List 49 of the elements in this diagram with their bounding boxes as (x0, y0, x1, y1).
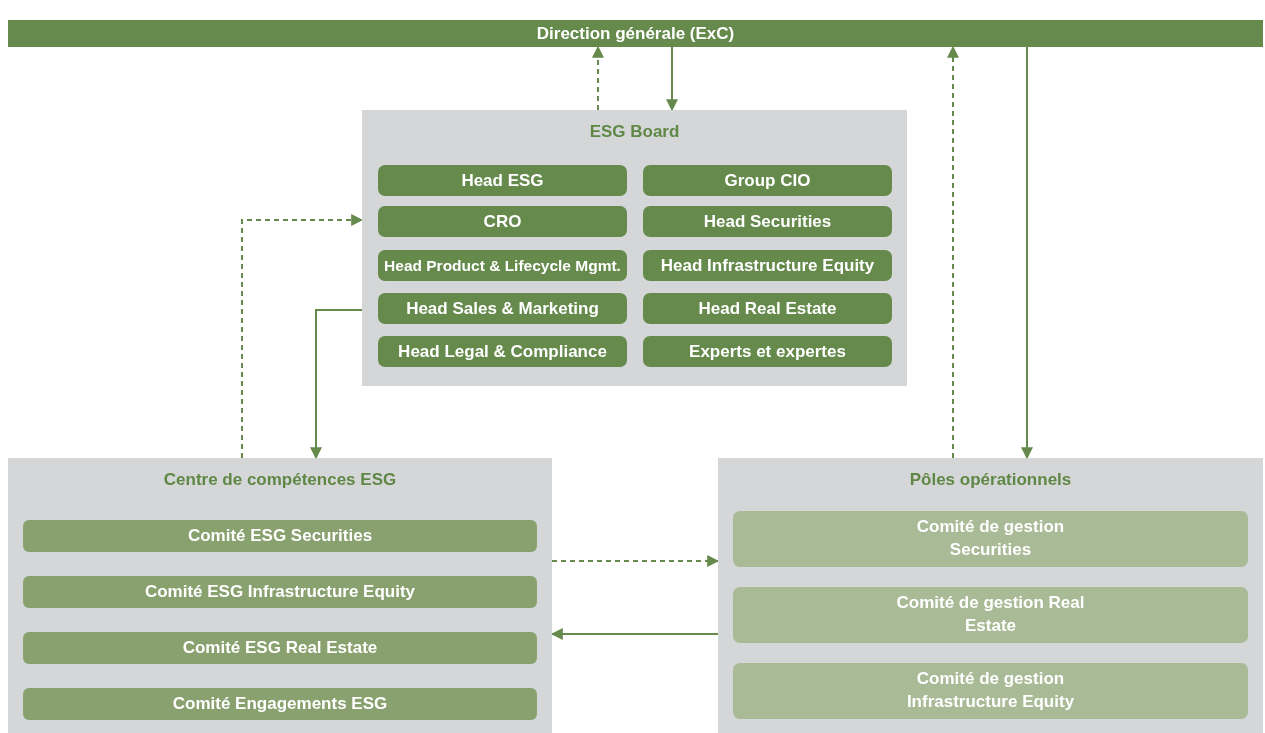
committee-box (23, 576, 537, 608)
committee-box (733, 587, 1248, 643)
arrow (666, 46, 678, 112)
role-box (643, 165, 892, 196)
role-box (378, 165, 627, 196)
committee-box (23, 520, 537, 552)
arrow (947, 45, 959, 459)
arrow (551, 555, 720, 567)
arrow (241, 214, 364, 459)
group-title: Pôles opérationnels (909, 470, 1072, 490)
box-label: Comité de gestion Real Estate (895, 592, 1086, 637)
box-label: Head Securities (703, 211, 832, 232)
box-label: Head Product & Lifecycle Mgmt. (384, 256, 621, 275)
group-panel (362, 110, 907, 386)
box-label: Head Sales & Marketing (406, 298, 599, 319)
box-label: Comité de gestion Securities (915, 516, 1066, 561)
box-label: Comité ESG Securities (187, 526, 373, 546)
group-panel (718, 458, 1263, 733)
box-label: Group CIO (724, 170, 811, 191)
committee-box (733, 511, 1248, 567)
group-title: Centre de compétences ESG (163, 470, 397, 490)
arrow (310, 309, 363, 460)
box-label: Comité ESG Infrastructure Equity (144, 582, 416, 602)
box-label: Head Real Estate (698, 298, 837, 319)
box-label: Head ESG (461, 170, 544, 191)
role-box (378, 336, 627, 367)
box-label: CRO (483, 211, 522, 232)
box-label: Comité de gestion Infrastructure Equity (905, 668, 1076, 713)
role-box (643, 293, 892, 324)
group-panel (8, 458, 552, 733)
box-label: Direction générale (ExC) (536, 23, 735, 44)
committee-box (23, 688, 537, 720)
role-box (643, 206, 892, 237)
box-label: Comité Engagements ESG (172, 694, 388, 714)
box-label: Head Infrastructure Equity (660, 255, 875, 276)
group-title: ESG Board (589, 122, 680, 142)
box-label: Experts et expertes (689, 341, 846, 362)
arrow (1021, 46, 1033, 460)
arrow (592, 45, 604, 111)
role-box (643, 250, 892, 281)
committee-box (23, 632, 537, 664)
box-label: Head Legal & Compliance (398, 341, 607, 362)
role-box (643, 336, 892, 367)
role-box (378, 206, 627, 237)
box-label: Comité ESG Real Estate (182, 638, 378, 658)
committee-box (733, 663, 1248, 719)
role-box (378, 250, 627, 281)
role-box (378, 293, 627, 324)
header-bar (8, 20, 1263, 47)
